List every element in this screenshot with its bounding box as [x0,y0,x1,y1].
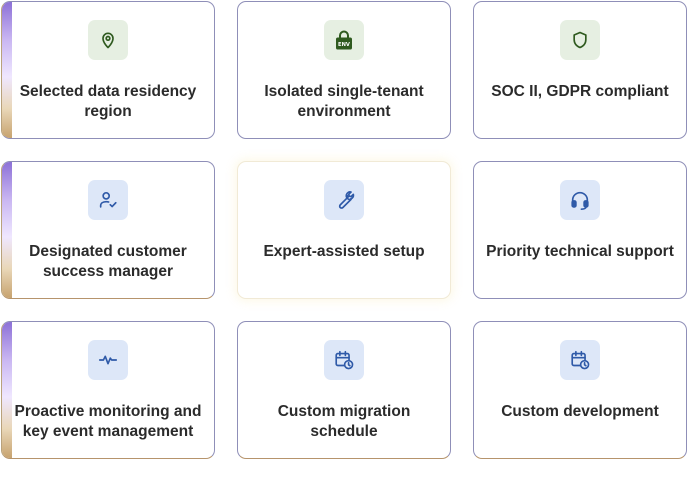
feature-label: Isolated single-tenant environment [264,83,424,120]
wrench-icon [324,180,364,220]
feature-label: Selected data residency region [19,83,197,120]
feature-card-expert-setup: Expert-assisted setup [237,161,451,299]
feature-card-priority-support: Priority technical support [473,161,687,299]
feature-card-migration: Custom migration schedule [237,321,451,459]
calendar-clock-icon [324,340,364,380]
feature-card-monitoring: Proactive monitoring and key event manag… [1,321,215,459]
feature-card-single-tenant: ENV Isolated single-tenant environment [237,1,451,139]
feature-card-csm: Designated customer success manager [1,161,215,299]
feature-card-data-residency: Selected data residency region [1,1,215,139]
env-lock-label: ENV [338,42,350,48]
pulse-icon [88,340,128,380]
feature-label: Proactive monitoring and key event manag… [14,403,202,440]
location-pin-icon [88,20,128,60]
env-lock-icon: ENV [324,20,364,60]
feature-card-custom-dev: Custom development [473,321,687,459]
feature-label: Expert-assisted setup [263,243,425,260]
feature-label: Priority technical support [486,243,674,260]
headset-icon [560,180,600,220]
feature-label: SOC II, GDPR compliant [491,83,669,100]
feature-label: Custom migration schedule [277,403,411,440]
feature-label: Designated customer success manager [29,243,187,280]
shield-icon [560,20,600,60]
calendar-clock-icon [560,340,600,380]
feature-label: Custom development [501,403,659,420]
user-check-icon [88,180,128,220]
feature-card-compliance: SOC II, GDPR compliant [473,1,687,139]
